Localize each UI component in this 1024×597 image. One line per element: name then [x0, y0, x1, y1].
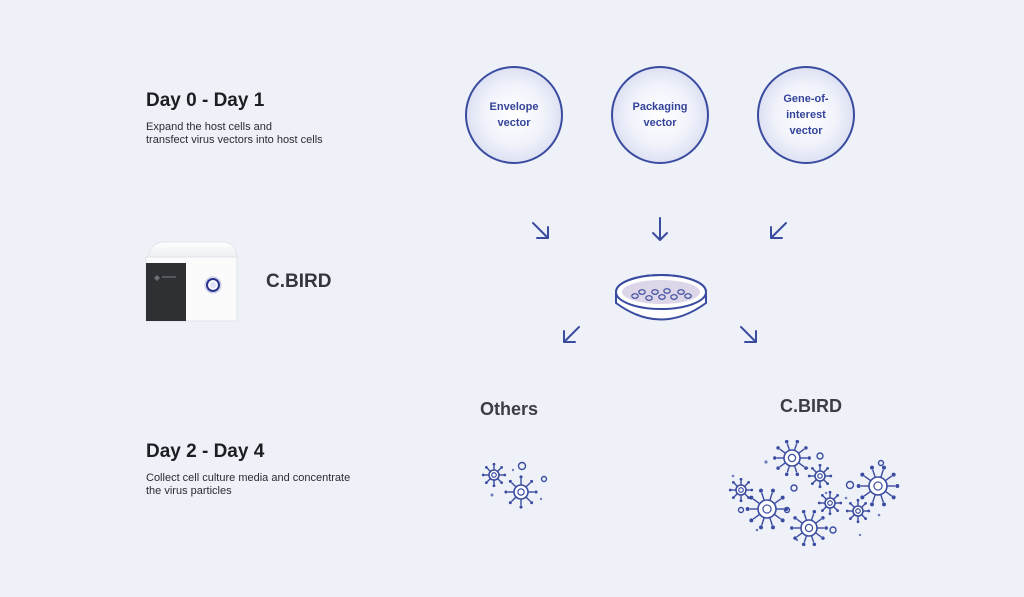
vesicle-icon — [783, 506, 791, 514]
virus-particle-icon — [773, 439, 811, 477]
virus-particle-icon — [504, 475, 538, 509]
vesicle-icon — [790, 484, 798, 492]
day0-desc-line: transfect virus vectors into host cells — [146, 134, 323, 146]
virus-particle-icon — [745, 488, 789, 530]
virus-particle-icon — [845, 498, 871, 524]
virus-particle-icon — [481, 462, 507, 488]
step-day0: Day 0 - Day 1 Expand the host cells and … — [146, 90, 323, 147]
vesicle-icon — [517, 461, 527, 471]
vesicle-icon — [540, 475, 548, 483]
device-name: C.BIRD — [266, 271, 332, 292]
particle-dot — [764, 460, 768, 464]
arrow-down-left-icon — [563, 326, 580, 343]
virus-particle-icon — [856, 465, 900, 507]
particle-dot — [490, 493, 494, 497]
petri-dish-icon — [615, 274, 707, 321]
gene-of-interest-vector-circle: Gene-of- interest vector — [757, 66, 855, 164]
vector-label-line: Envelope — [489, 101, 539, 113]
particle-dot — [731, 474, 735, 478]
particle-dot — [805, 466, 809, 470]
day2-description: Collect cell culture media and concentra… — [146, 472, 350, 498]
day0-desc-line: Expand the host cells and — [146, 121, 272, 133]
packaging-vector-circle: Packaging vector — [611, 66, 709, 164]
virus-particles — [481, 439, 900, 547]
vesicle-icon — [737, 506, 745, 514]
day2-title: Day 2 - Day 4 — [146, 441, 265, 462]
vesicle-icon — [816, 452, 824, 460]
vector-label-line: interest — [786, 109, 826, 121]
particle-dot — [858, 533, 862, 537]
device-illustration — [144, 241, 239, 323]
cbird-device-icon — [145, 241, 238, 322]
day2-desc-line: the virus particles — [146, 485, 232, 497]
vesicle-icon — [845, 480, 855, 490]
arrow-down-icon — [652, 217, 668, 241]
vector-label-line: Packaging — [632, 101, 688, 113]
arrow-down-right-icon — [740, 326, 757, 343]
arrow-down-left-icon — [770, 222, 787, 239]
virus-particle-icon — [807, 463, 833, 489]
vector-label-line: vector — [789, 125, 823, 137]
day2-desc-line: Collect cell culture media and concentra… — [146, 472, 351, 484]
particle-dot — [844, 496, 848, 500]
envelope-vector-circle: Envelope vector — [465, 66, 563, 164]
day0-title: Day 0 - Day 1 — [146, 90, 265, 111]
step-day2: Day 2 - Day 4 Collect cell culture media… — [146, 441, 350, 498]
day0-description: Expand the host cells and transfect viru… — [146, 121, 323, 147]
particle-dot — [824, 491, 828, 495]
vesicle-icon — [877, 459, 885, 467]
particle-dot — [539, 497, 543, 501]
arrow-down-right-icon — [532, 222, 549, 239]
particle-dot — [755, 528, 759, 532]
virus-particle-icon — [728, 477, 754, 503]
particle-dot — [795, 538, 799, 542]
others-label: Others — [480, 399, 539, 419]
vector-label-line: vector — [497, 117, 531, 129]
particle-dot — [877, 513, 881, 517]
particle-dot — [511, 468, 515, 472]
vesicle-icon — [829, 526, 837, 534]
virus-particle-icon — [790, 509, 828, 547]
vector-label-line: Gene-of- — [783, 93, 829, 105]
vector-label-line: vector — [643, 117, 677, 129]
cbird-label: C.BIRD — [780, 396, 842, 416]
virus-particle-icon — [817, 490, 843, 516]
